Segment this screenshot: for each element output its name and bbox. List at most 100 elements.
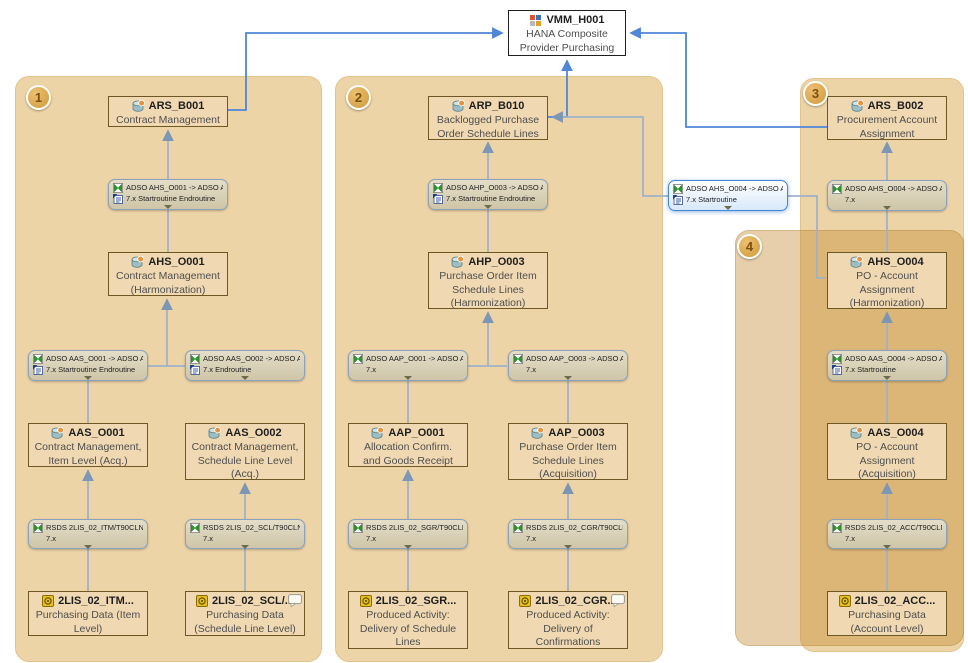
expand-arrow-icon[interactable] bbox=[164, 205, 172, 209]
transformation-aapo001-ahpo003[interactable]: ADSO AAP_O001 -> ADSO AH... 7.x bbox=[348, 350, 468, 381]
expand-arrow-icon[interactable] bbox=[883, 206, 891, 210]
transformation-dscgr-aapo003[interactable]: RSDS 2LIS_02_CGR/T90CLNT0... 7.x bbox=[508, 519, 628, 549]
node-aas-o004[interactable]: AAS_O004 PO - Account Assignment (Acquis… bbox=[827, 423, 947, 480]
expand-arrow-icon[interactable] bbox=[241, 376, 249, 380]
transformation-aapo003-ahpo003[interactable]: ADSO AAP_O003 -> ADSO AH... 7.x bbox=[508, 350, 628, 381]
expand-arrow-icon[interactable] bbox=[241, 545, 249, 549]
node-aas-o002[interactable]: AAS_O002 Contract Management, Schedule L… bbox=[185, 423, 305, 480]
node-subtitle: Contract Management (Harmonization) bbox=[116, 270, 220, 296]
transformation-aaso001-ahso001[interactable]: ADSO AAS_O001 -> ADSO AH... 7.x Startrou… bbox=[28, 350, 148, 381]
transformation-ahpo003-arpb010[interactable]: ADSO AHP_O003 -> ADSO AR... 7.x Startrou… bbox=[428, 179, 548, 210]
routine-icon bbox=[190, 365, 200, 375]
expand-arrow-icon[interactable] bbox=[883, 545, 891, 549]
node-subtitle: HANA Composite Provider Purchasing bbox=[519, 28, 615, 54]
expand-arrow-icon[interactable] bbox=[484, 205, 492, 209]
node-aas-o001[interactable]: AAS_O001 Contract Management, Item Level… bbox=[28, 423, 148, 467]
transformation-ahso004-arpb010-selected[interactable]: ADSO AHS_O004 -> ADSO AR... 7.x Startrou… bbox=[668, 180, 788, 211]
routine-icon bbox=[673, 195, 683, 205]
node-title: VMM_H001 bbox=[546, 14, 605, 26]
transformation-ahso001-arsb001[interactable]: ADSO AHS_O001 -> ADSO AR... 7.x Startrou… bbox=[108, 179, 228, 210]
datasource-icon bbox=[360, 595, 372, 607]
node-subtitle: Allocation Confirm. and Goods Receipt bbox=[363, 441, 453, 467]
node-aap-o003[interactable]: AAP_O003 Purchase Order Item Schedule Li… bbox=[508, 423, 628, 480]
datasource-icon bbox=[42, 595, 54, 607]
expand-arrow-icon[interactable] bbox=[564, 545, 572, 549]
node-ahs-o001[interactable]: AHS_O001 Contract Management (Harmonizat… bbox=[108, 252, 228, 296]
transformation-title: ADSO AHS_O001 -> ADSO AR... bbox=[126, 183, 223, 192]
transformation-detail: 7.x Startroutine Endroutine bbox=[46, 365, 136, 374]
node-subtitle: Procurement Account Assignment bbox=[836, 114, 938, 140]
node-subtitle: Produced Activity: Delivery of Schedule … bbox=[359, 609, 457, 648]
node-subtitle: Contract Management, Schedule Line Level… bbox=[191, 441, 299, 480]
transformation-dsacc-aaso004[interactable]: RSDS 2LIS_02_ACC/T90CLNT0... 7.x bbox=[827, 519, 947, 549]
expand-arrow-icon[interactable] bbox=[564, 376, 572, 380]
transformation-icon bbox=[353, 523, 363, 533]
group-1-badge: 1 bbox=[26, 85, 51, 110]
datasource-icon bbox=[839, 595, 851, 607]
transformation-icon bbox=[513, 354, 523, 364]
node-title: AAP_O003 bbox=[548, 427, 605, 439]
node-title: AHS_O004 bbox=[867, 256, 924, 268]
transformation-detail: 7.x bbox=[526, 365, 537, 374]
transformation-icon bbox=[33, 523, 43, 533]
expand-arrow-icon[interactable] bbox=[724, 206, 732, 210]
node-subtitle: Purchasing Data (Item Level) bbox=[35, 609, 141, 635]
node-datasource-2lis-02-cgr[interactable]: 2LIS_02_CGR... Produced Activity: Delive… bbox=[508, 591, 628, 649]
transformation-ahso004-arsb002[interactable]: ADSO AHS_O004 -> ADSO AR... 7.x bbox=[827, 180, 947, 211]
node-ahp-o003[interactable]: AHP_O003 Purchase Order Item Schedule Li… bbox=[428, 252, 548, 309]
transformation-title: RSDS 2LIS_02_ITM/T90CLNT0... bbox=[46, 523, 143, 532]
transformation-detail: 7.x Endroutine bbox=[203, 365, 252, 374]
transformation-detail: 7.x bbox=[203, 534, 214, 543]
transformation-icon bbox=[190, 523, 200, 533]
node-ars-b001[interactable]: ARS_B001 Contract Management bbox=[108, 96, 228, 127]
adso-icon bbox=[51, 427, 64, 440]
routine-icon bbox=[433, 194, 443, 204]
transformation-title: ADSO AHP_O003 -> ADSO AR... bbox=[446, 183, 543, 192]
node-ars-b002[interactable]: ARS_B002 Procurement Account Assignment bbox=[827, 96, 947, 140]
node-subtitle: Backlogged Purchase Order Schedule Lines bbox=[436, 114, 540, 140]
transformation-title: ADSO AAP_O003 -> ADSO AH... bbox=[526, 354, 623, 363]
node-ahs-o004[interactable]: AHS_O004 PO - Account Assignment (Harmon… bbox=[827, 252, 947, 309]
transformation-dsscl-aaso002[interactable]: RSDS 2LIS_02_SCL/T90CLNT0... 7.x bbox=[185, 519, 305, 549]
node-datasource-2lis-02-sgr[interactable]: 2LIS_02_SGR... Produced Activity: Delive… bbox=[348, 591, 468, 649]
adso-icon bbox=[851, 100, 864, 113]
adso-icon bbox=[850, 427, 863, 440]
transformation-detail: 7.x bbox=[46, 534, 57, 543]
node-title: AAS_O004 bbox=[867, 427, 924, 439]
node-datasource-2lis-02-scl[interactable]: 2LIS_02_SCL/... Purchasing Data (Schedul… bbox=[185, 591, 305, 636]
node-subtitle: Contract Management bbox=[116, 114, 220, 126]
group-3-badge: 3 bbox=[803, 81, 828, 106]
transformation-detail: 7.x bbox=[366, 534, 377, 543]
node-vmm-h001[interactable]: VMM_H001 HANA Composite Provider Purchas… bbox=[508, 10, 626, 56]
transformation-icon bbox=[433, 183, 443, 193]
node-title: 2LIS_02_ITM... bbox=[58, 595, 134, 607]
node-datasource-2lis-02-itm[interactable]: 2LIS_02_ITM... Purchasing Data (Item Lev… bbox=[28, 591, 148, 636]
transformation-detail: 7.x bbox=[845, 195, 856, 204]
node-title: 2LIS_02_CGR... bbox=[535, 595, 617, 607]
transformation-aaso004-ahso004[interactable]: ADSO AAS_O004 -> ADSO AH... 7.x Startrou… bbox=[827, 350, 947, 381]
transformation-detail: 7.x bbox=[845, 534, 856, 543]
transformation-detail: 7.x Startroutine bbox=[686, 195, 737, 204]
node-title: AAP_O001 bbox=[388, 427, 445, 439]
group-4-badge: 4 bbox=[737, 234, 762, 259]
transformation-title: ADSO AAP_O001 -> ADSO AH... bbox=[366, 354, 463, 363]
adso-icon bbox=[452, 100, 465, 113]
comment-icon bbox=[611, 594, 625, 607]
transformation-dssgr-aapo001[interactable]: RSDS 2LIS_02_SGR/T90CLNT0... 7.x bbox=[348, 519, 468, 549]
transformation-title: RSDS 2LIS_02_SGR/T90CLNT0... bbox=[366, 523, 463, 532]
node-datasource-2lis-02-acc[interactable]: 2LIS_02_ACC... Purchasing Data (Account … bbox=[827, 591, 947, 636]
node-title: AAS_O001 bbox=[68, 427, 125, 439]
transformation-title: RSDS 2LIS_02_ACC/T90CLNT0... bbox=[845, 523, 942, 532]
node-aap-o001[interactable]: AAP_O001 Allocation Confirm. and Goods R… bbox=[348, 423, 468, 467]
expand-arrow-icon[interactable] bbox=[404, 376, 412, 380]
transformation-icon bbox=[513, 523, 523, 533]
transformation-icon bbox=[832, 523, 842, 533]
transformation-dsitm-aaso001[interactable]: RSDS 2LIS_02_ITM/T90CLNT0... 7.x bbox=[28, 519, 148, 549]
node-arp-b010[interactable]: ARP_B010 Backlogged Purchase Order Sched… bbox=[428, 96, 548, 140]
expand-arrow-icon[interactable] bbox=[883, 376, 891, 380]
transformation-icon bbox=[673, 184, 683, 194]
expand-arrow-icon[interactable] bbox=[84, 376, 92, 380]
transformation-aaso002-ahso001[interactable]: ADSO AAS_O002 -> ADSO AH... 7.x Endrouti… bbox=[185, 350, 305, 381]
expand-arrow-icon[interactable] bbox=[84, 545, 92, 549]
expand-arrow-icon[interactable] bbox=[404, 545, 412, 549]
